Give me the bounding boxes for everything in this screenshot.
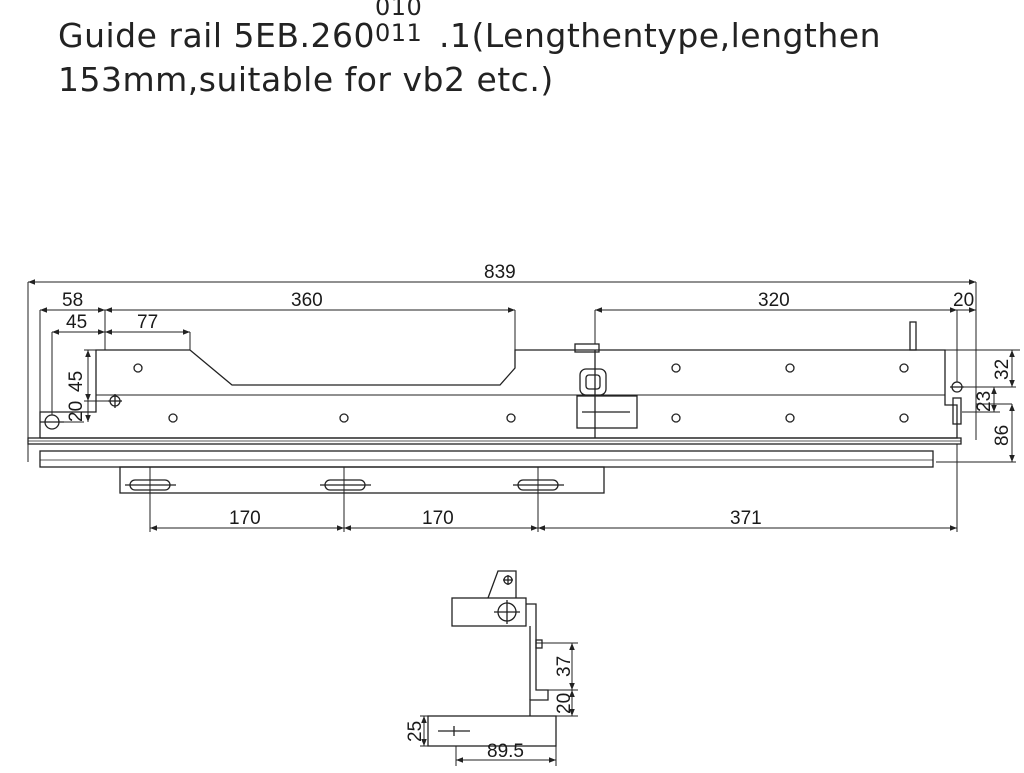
dim-89-5: 89.5 [487, 741, 524, 762]
dim-25: 25 [405, 721, 426, 742]
rail-strip-lower [39, 450, 934, 468]
dim-20-vertical: 20 [66, 401, 87, 422]
dim-37: 37 [554, 656, 575, 677]
main-dimensions [27, 279, 1020, 532]
dim-23: 23 [974, 391, 995, 412]
dim-371: 371 [730, 508, 762, 529]
title-part-number: Guide rail 5EB.260 [58, 16, 375, 55]
dim-360: 360 [291, 290, 323, 311]
dim-320: 320 [758, 290, 790, 311]
dim-839: 839 [484, 262, 516, 283]
slotted-bar [119, 466, 605, 494]
dim-170-b: 170 [422, 508, 454, 529]
dim-20-top: 20 [953, 290, 974, 311]
dim-170-a: 170 [229, 508, 261, 529]
detail-dimension-labels: 37 20 25 89.5 [405, 656, 575, 762]
bracket-side-view [427, 570, 557, 747]
detail-dimensions [420, 642, 578, 766]
title-superscript: 010 [374, 0, 423, 21]
dim-32: 32 [992, 359, 1013, 380]
main-dimension-labels: 839 58 360 320 20 45 77 45 20 32 23 86 1… [62, 262, 1013, 529]
title-line-2: 153mm,suitable for vb2 etc.) [58, 60, 554, 99]
title-description: .1(Lengthentype,lengthen [438, 16, 881, 55]
title-subscript: 011 [374, 19, 423, 47]
clamp-block [576, 395, 638, 429]
dim-58: 58 [62, 290, 83, 311]
bracket-foot [427, 715, 557, 747]
dim-77: 77 [137, 312, 158, 333]
dim-86: 86 [992, 425, 1013, 446]
rail-front-view [27, 321, 964, 494]
dim-45-horizontal: 45 [66, 312, 87, 333]
dim-20-detail: 20 [554, 693, 575, 714]
dim-45-vertical: 45 [66, 371, 87, 392]
rail-plate-outline [39, 349, 958, 439]
